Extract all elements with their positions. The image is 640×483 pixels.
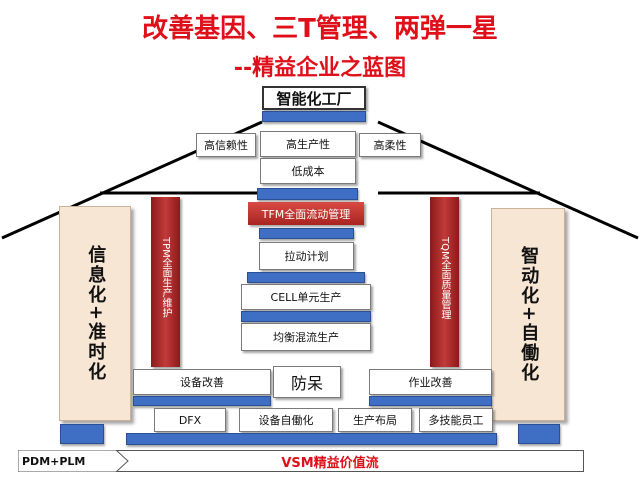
foundation-blue-bar (126, 433, 497, 445)
main-title: 改善基因、三T管理、两弹一星 (142, 14, 498, 44)
left-pillar-base (60, 424, 104, 444)
right-pillar-label: 智动化+自働化 (518, 245, 540, 384)
right-pillar: 智动化+自働化 (491, 208, 565, 421)
goal-low-cost: 低成本 (260, 158, 356, 184)
left-pillar-label: 信息化+准时化 (85, 244, 107, 383)
subtitle: --精益企业之蓝图 (233, 56, 407, 81)
peak-blue-bar (262, 111, 366, 122)
pull-planning-box: 拉动计划 (259, 242, 354, 270)
goal-productivity: 高生产性 (260, 131, 356, 157)
cell-blue-bar (241, 311, 371, 322)
right-improvement-blue-bar (369, 396, 492, 406)
dfx-box: DFX (154, 408, 226, 432)
pull-blue-bar (247, 272, 365, 283)
goal-reliability: 高信赖性 (196, 133, 256, 157)
goal-flexibility: 高柔性 (359, 133, 421, 157)
tfm-bar: TFM全面流动管理 (248, 202, 364, 225)
multi-skill-staff-box: 多技能员工 (419, 408, 493, 432)
equipment-improvement-box: 设备改善 (133, 369, 271, 395)
vsm-label: VSM精益价值流 (281, 455, 379, 471)
left-pillar: 信息化+准时化 (59, 206, 131, 421)
cell-production-box: CELL单元生产 (241, 284, 371, 310)
right-pillar-base (518, 424, 560, 444)
smart-factory-label: 智能化工厂 (262, 86, 366, 110)
tpm-label: TPM全面生产维护 (160, 237, 171, 318)
equipment-automation-box: 设备自働化 (239, 408, 333, 432)
tqm-label: TQM全面质量管理 (439, 237, 450, 320)
tfm-blue-bar (259, 228, 354, 239)
pdm-plm-label: PDM+PLM (22, 454, 86, 468)
poka-yoke-box: 防呆 (273, 366, 341, 398)
cost-blue-bar (257, 188, 358, 200)
tqm-column: TQM全面质量管理 (430, 197, 459, 367)
tpm-column: TPM全面生产维护 (151, 197, 180, 367)
production-layout-box: 生产布局 (338, 408, 412, 432)
mixed-flow-box: 均衡混流生产 (241, 323, 371, 351)
pdm-arrow (18, 450, 129, 472)
operation-improvement-box: 作业改善 (369, 369, 492, 395)
roof-right-line (377, 120, 639, 240)
left-improvement-blue-bar (133, 396, 271, 406)
